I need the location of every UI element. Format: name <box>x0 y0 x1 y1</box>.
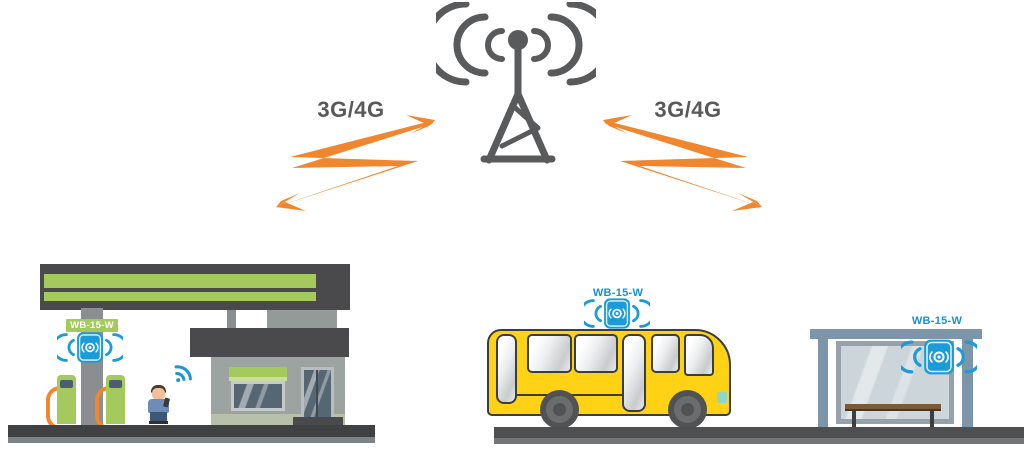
gas-building-post <box>227 310 236 329</box>
bus-middle-door <box>622 334 646 412</box>
gas-awning <box>229 367 287 377</box>
gas-ground-light <box>8 437 375 443</box>
gas-building-upper <box>267 310 337 329</box>
gas-door-step <box>293 417 343 427</box>
wifi-device-icon <box>901 339 977 375</box>
gas-ground-dark <box>8 425 375 437</box>
fuel-pump-screen <box>60 380 73 388</box>
bus-stop-device-label: WB-15-W <box>911 315 963 327</box>
shelter-left-post <box>818 339 828 427</box>
signal-bolt-right-icon <box>603 115 762 211</box>
bus-window <box>574 334 618 373</box>
bench-seat <box>845 404 941 411</box>
bus-window <box>651 334 680 373</box>
road-dark <box>494 427 1024 438</box>
bus-rear-door <box>496 334 517 404</box>
cell-tower-icon <box>436 2 596 164</box>
person-legs <box>150 412 167 422</box>
person-feet <box>149 421 168 424</box>
bus-device-label: WB-15-W <box>592 287 644 299</box>
gas-awning-edge <box>229 377 287 381</box>
bus-wheel-hub <box>553 403 566 416</box>
gas-device-label: WB-15-W <box>66 319 118 332</box>
wifi-device-icon <box>57 332 123 363</box>
gas-window-glass <box>234 384 282 408</box>
gas-canopy-stripe <box>44 274 316 288</box>
person-head <box>152 388 165 400</box>
shelter-right-post <box>962 339 973 427</box>
signal-bolt-left-icon <box>276 115 435 211</box>
gas-building-base <box>211 414 345 425</box>
road-light <box>494 438 1024 444</box>
wifi-signal-icon <box>174 365 192 383</box>
gas-door-divider <box>316 370 318 418</box>
bus-front-light <box>717 392 727 403</box>
bench-leg <box>930 408 934 427</box>
gas-canopy-stripe <box>44 292 316 301</box>
bus-window <box>527 334 572 373</box>
bus-windshield <box>684 334 714 376</box>
network-label-right: 3G/4G <box>654 97 722 122</box>
wifi-device-icon <box>584 298 650 329</box>
bench-leg <box>852 408 856 427</box>
shelter-roof <box>810 329 982 339</box>
gas-building-fascia <box>190 328 349 357</box>
fuel-pump-screen <box>109 380 122 388</box>
bus-wheel-hub <box>681 403 694 416</box>
network-label-left: 3G/4G <box>317 97 385 122</box>
